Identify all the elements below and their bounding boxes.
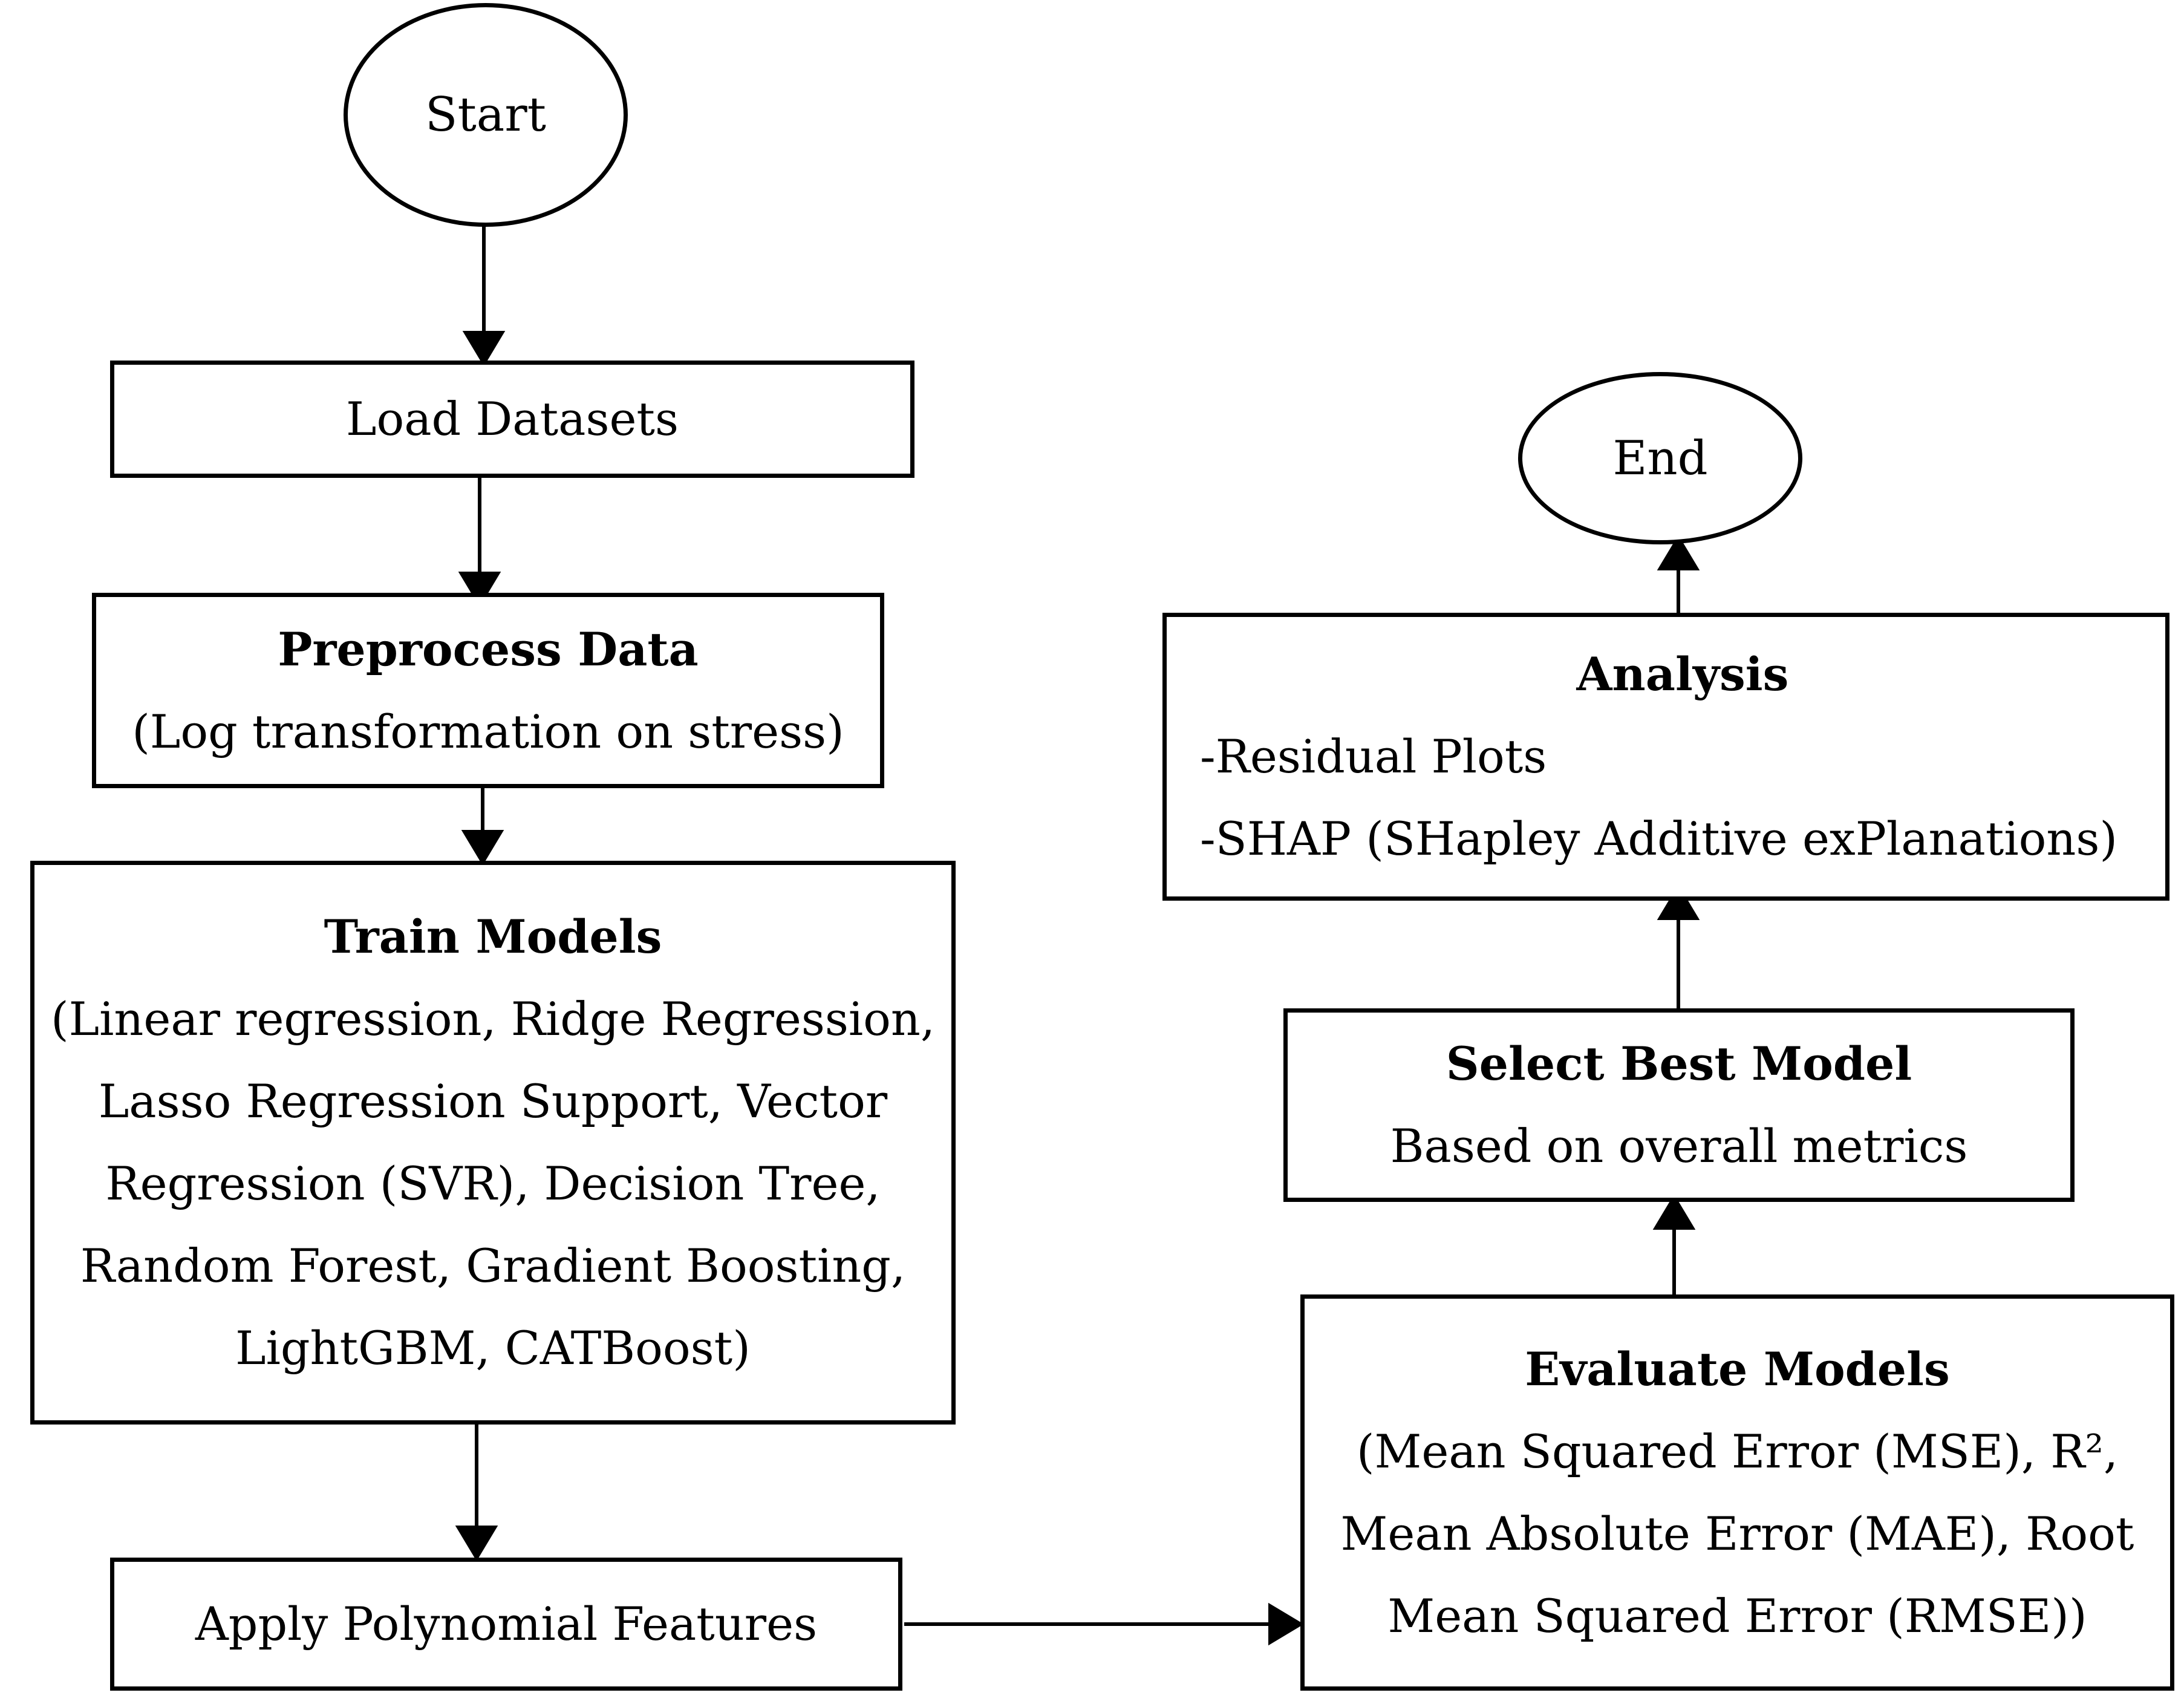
apply-polynomial-features-node: Apply Polynomial Features (110, 1558, 902, 1691)
train-models-line-1: (Linear regression, Ridge Regression, (50, 992, 936, 1046)
arrowhead-load (462, 331, 506, 367)
start-label: Start (425, 88, 546, 142)
train-models-line-2: Lasso Regression Support, Vector (98, 1074, 888, 1128)
load-datasets-node: Load Datasets (110, 361, 914, 478)
train-models-line-3: Regression (SVR), Decision Tree, (105, 1157, 881, 1210)
evaluate-models-node: Evaluate Models (Mean Squared Error (MSE… (1300, 1294, 2174, 1691)
arrowhead-train (461, 830, 504, 866)
arrowhead-end (1657, 535, 1700, 570)
arrowhead-preprocess (458, 572, 501, 607)
evaluate-models-line-1: (Mean Squared Error (MSE), R², (1356, 1424, 2119, 1478)
analysis-item-shap: -SHAP (SHapley Additive exPlanations) (1200, 812, 2117, 866)
analysis-title: Analysis (1576, 647, 1789, 701)
select-best-model-detail: Based on overall metrics (1390, 1119, 1968, 1173)
train-models-node: Train Models (Linear regression, Ridge R… (30, 861, 956, 1425)
arrowhead-poly (455, 1526, 498, 1561)
evaluate-models-title: Evaluate Models (1525, 1342, 1950, 1396)
preprocess-title: Preprocess Data (278, 622, 699, 676)
end-label: End (1612, 431, 1708, 486)
apply-polynomial-features-label: Apply Polynomial Features (195, 1597, 818, 1651)
analysis-item-residual-plots: -Residual Plots (1200, 729, 1547, 783)
preprocess-data-node: Preprocess Data (Log transformation on s… (92, 593, 884, 788)
select-best-model-node: Select Best Model Based on overall metri… (1283, 1008, 2075, 1202)
analysis-node: Analysis -Residual Plots -SHAP (SHapley … (1162, 613, 2169, 901)
end-node: End (1518, 372, 1802, 544)
train-models-line-4: Random Forest, Gradient Boosting, (80, 1239, 906, 1293)
train-models-title: Train Models (324, 910, 662, 964)
arrowhead-evaluate (1268, 1602, 1304, 1646)
arrowhead-select (1652, 1194, 1696, 1230)
select-best-model-title: Select Best Model (1446, 1037, 1912, 1091)
preprocess-detail: (Log transformation on stress) (132, 704, 844, 759)
evaluate-models-line-3: Mean Squared Error (RMSE)) (1387, 1588, 2087, 1643)
train-models-line-5: LightGBM, CATBoost) (235, 1321, 751, 1375)
start-node: Start (344, 3, 628, 227)
load-datasets-label: Load Datasets (346, 392, 679, 446)
arrowhead-analysis (1657, 884, 1700, 920)
evaluate-models-line-2: Mean Absolute Error (MAE), Root (1340, 1506, 2134, 1561)
